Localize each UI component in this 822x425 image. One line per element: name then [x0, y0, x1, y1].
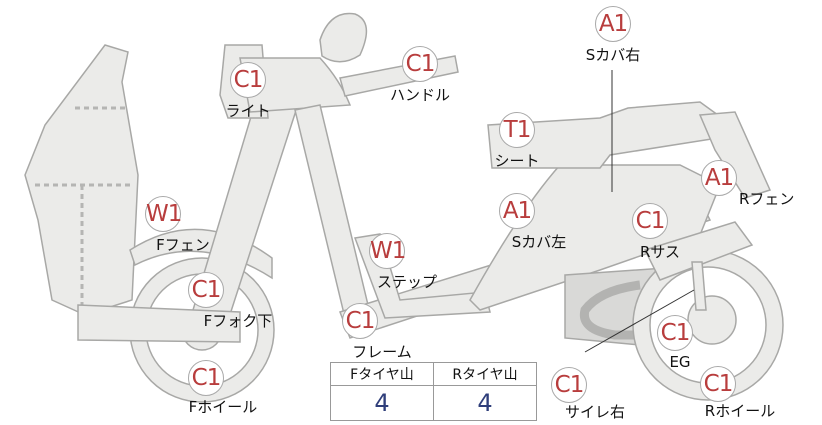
- part-marker-r-wheel[interactable]: C1 Rホイール: [648, 366, 788, 421]
- grade-badge: C1: [402, 46, 438, 82]
- grade-badge: W1: [145, 196, 182, 232]
- part-marker-handle[interactable]: C1 ハンドル: [350, 46, 490, 105]
- part-label: ライト: [225, 102, 271, 120]
- part-marker-s-cover-right[interactable]: A1 Sカバ右: [543, 6, 683, 65]
- part-label: Rホイール: [704, 402, 776, 420]
- shock-rod-shape: [691, 261, 707, 311]
- mirror-shape: [319, 12, 368, 63]
- part-label: EG: [669, 353, 691, 371]
- grade-badge: C1: [551, 367, 587, 403]
- part-marker-s-cover-left[interactable]: A1 Sカバ左: [447, 193, 587, 252]
- part-marker-r-fender[interactable]: A1 Rフェン: [649, 160, 795, 209]
- grade-badge: A1: [499, 193, 535, 229]
- part-marker-r-suspension[interactable]: C1 Rサス: [580, 203, 720, 262]
- grade-badge: C1: [632, 203, 668, 239]
- part-marker-engine[interactable]: C1 EG: [605, 315, 745, 371]
- part-label: Sカバ左: [511, 233, 567, 251]
- part-marker-muffler-right[interactable]: C1 サイレ右: [499, 367, 639, 422]
- part-marker-seat[interactable]: T1 シート: [447, 112, 587, 171]
- table-header-row: Fタイヤ山 Rタイヤ山: [330, 362, 537, 386]
- part-label: Sカバ右: [585, 46, 641, 64]
- tire-tread-table: Fタイヤ山 Rタイヤ山 4 4: [330, 362, 537, 421]
- front-shield-seam: [35, 106, 130, 305]
- part-label: ステップ: [376, 273, 437, 291]
- part-marker-f-fender[interactable]: W1 Fフェン: [93, 196, 233, 255]
- rear-tread-header: Rタイヤ山: [433, 362, 537, 386]
- part-label: Fフォク下: [203, 312, 273, 330]
- grade-badge: C1: [188, 272, 224, 308]
- grade-badge: A1: [595, 6, 631, 42]
- rear-fender-shape: [698, 111, 772, 199]
- part-label: サイレ右: [564, 403, 625, 421]
- part-label: Rサス: [639, 243, 681, 261]
- grade-badge: C1: [188, 360, 224, 396]
- part-label: Rフェン: [739, 190, 795, 208]
- part-marker-frame[interactable]: C1 フレーム: [290, 303, 430, 362]
- grade-badge: C1: [700, 366, 736, 402]
- part-label: Fホイール: [188, 398, 258, 416]
- grade-badge: C1: [342, 303, 378, 339]
- front-shield-shape: [24, 44, 139, 316]
- grade-badge: A1: [701, 160, 737, 196]
- leader-muffler-right: [584, 289, 695, 353]
- grade-badge: C1: [230, 62, 266, 98]
- part-label: シート: [494, 152, 540, 170]
- floor-panel-shape: [77, 304, 241, 343]
- grade-badge: W1: [369, 233, 406, 269]
- part-marker-step[interactable]: W1 ステップ: [317, 233, 457, 292]
- part-marker-light[interactable]: C1 ライト: [178, 62, 318, 121]
- grade-badge: C1: [657, 315, 693, 351]
- part-label: ハンドル: [389, 86, 450, 104]
- rear-shock-shape: [643, 221, 754, 281]
- part-label: フレーム: [352, 343, 412, 361]
- front-tread-value: 4: [330, 385, 434, 421]
- part-marker-f-wheel[interactable]: C1 Fホイール: [136, 360, 276, 417]
- handle-cowl-shape: [239, 57, 352, 113]
- front-tread-header: Fタイヤ山: [330, 362, 434, 386]
- part-marker-f-fork-lower[interactable]: C1 Fフォク下: [136, 272, 276, 331]
- muffler-pipe-shape: [579, 280, 655, 340]
- part-label: Fフェン: [156, 236, 210, 254]
- grade-badge: T1: [499, 112, 535, 148]
- table-row: 4 4: [330, 385, 537, 421]
- rear-tread-value: 4: [433, 385, 537, 421]
